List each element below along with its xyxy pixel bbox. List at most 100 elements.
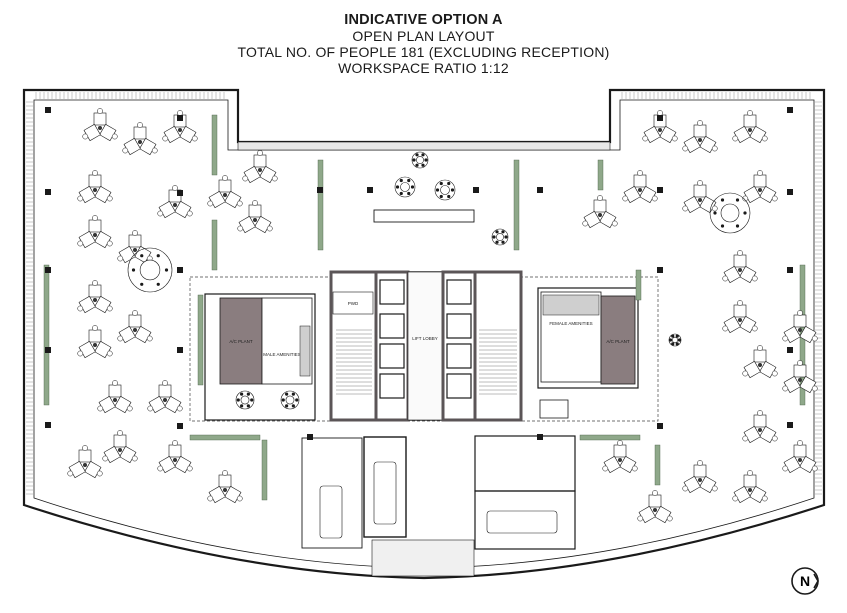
seat: [415, 153, 419, 157]
table-inner: [240, 395, 250, 405]
table-inner: [720, 203, 740, 223]
chair: [77, 305, 84, 312]
chair: [92, 325, 98, 331]
planter: [43, 264, 50, 406]
column: [537, 434, 543, 440]
workstation-pod: [77, 280, 113, 314]
pod-core: [698, 478, 702, 482]
column: [45, 189, 51, 195]
round-table: [235, 390, 255, 410]
desk: [88, 284, 102, 298]
pod-core: [758, 363, 762, 367]
lifts-right: [446, 279, 472, 399]
female-amenities-label: FEMALE AMENITIES: [549, 321, 592, 326]
seat: [495, 230, 499, 234]
title-ratio: WORKSPACE RATIO 1:12: [338, 60, 509, 76]
chair: [162, 135, 169, 142]
seat: [246, 392, 250, 396]
seat: [495, 240, 499, 244]
seat: [407, 191, 411, 196]
seat: [246, 404, 250, 408]
column: [657, 423, 663, 429]
seat: [395, 185, 400, 189]
desk: [693, 184, 707, 198]
chair: [126, 405, 133, 412]
seat: [399, 178, 403, 183]
chair: [757, 345, 763, 351]
planter: [261, 439, 268, 501]
chair: [97, 108, 103, 114]
chair: [77, 195, 84, 202]
workstation-pod: [147, 380, 183, 414]
chair: [742, 370, 749, 377]
planter: [513, 159, 520, 251]
workstation-pod: [102, 430, 138, 464]
chair: [112, 380, 118, 386]
pod-core: [698, 198, 702, 202]
chair: [671, 135, 678, 142]
chair: [172, 440, 178, 446]
desk: [693, 464, 707, 478]
chair: [602, 465, 609, 472]
chair: [106, 195, 113, 202]
chair: [236, 200, 243, 207]
chair: [782, 385, 789, 392]
planter: [211, 114, 218, 176]
core-right-shaft: [473, 270, 523, 422]
chair: [67, 470, 74, 477]
chair: [131, 455, 138, 462]
chair: [757, 170, 763, 176]
meeting-room-left: [301, 437, 363, 549]
seat: [410, 185, 415, 189]
desk: [88, 219, 102, 233]
seat: [236, 398, 240, 402]
seat: [675, 334, 679, 338]
chair: [737, 300, 743, 306]
stair-right: [479, 329, 517, 395]
desk: [128, 234, 142, 248]
pod-core: [798, 378, 802, 382]
meeting-table-2: [373, 461, 397, 525]
workstation-pod: [782, 310, 818, 344]
title-people: TOTAL NO. OF PEOPLE 181 (EXCLUDING RECEP…: [237, 44, 610, 60]
workstation-pod: [742, 410, 778, 444]
chair: [172, 185, 178, 191]
pod-core: [93, 298, 97, 302]
workstation-pod: [642, 110, 678, 144]
seat: [240, 404, 244, 408]
table-inner: [285, 395, 295, 405]
male-wc-cubicles: [299, 325, 311, 377]
seat: [285, 404, 289, 408]
column: [177, 190, 183, 196]
workstation-pod: [742, 345, 778, 379]
workstation-pod: [122, 122, 158, 156]
chair: [137, 122, 143, 128]
seat: [424, 158, 428, 162]
chair: [257, 150, 263, 156]
chair: [761, 135, 768, 142]
column: [657, 267, 663, 273]
chair: [186, 465, 193, 472]
chair: [682, 145, 689, 152]
title-layout: OPEN PLAN LAYOUT: [352, 28, 495, 44]
seat: [291, 392, 295, 396]
pod-core: [738, 268, 742, 272]
column: [787, 347, 793, 353]
ac-plant-left-label: A/C PLANT: [229, 339, 253, 344]
chair: [207, 495, 214, 502]
desk: [743, 474, 757, 488]
chair: [737, 250, 743, 256]
seat: [447, 181, 451, 186]
planter: [597, 159, 604, 191]
planter: [189, 434, 261, 441]
table-inner: [139, 259, 161, 281]
pod-core: [93, 233, 97, 237]
chair: [747, 470, 753, 476]
chair: [177, 110, 183, 116]
chair: [97, 405, 104, 412]
chair: [697, 460, 703, 466]
chair: [157, 465, 164, 472]
seat: [501, 240, 505, 244]
chair: [771, 370, 778, 377]
seat: [412, 158, 416, 162]
